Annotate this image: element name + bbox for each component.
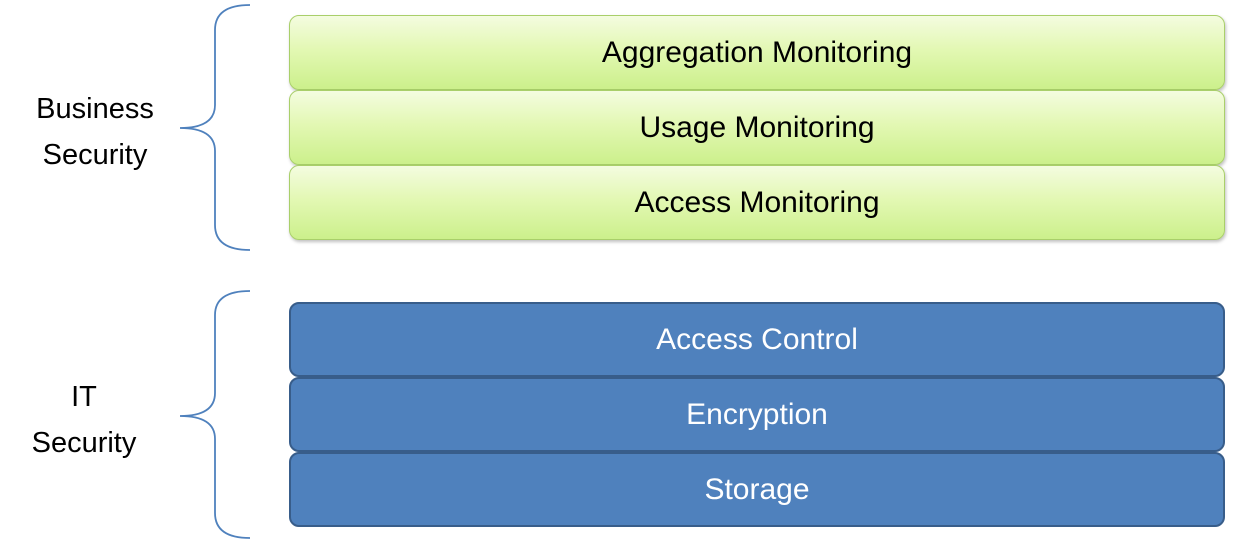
aggregation-monitoring-layer: Aggregation Monitoring (289, 15, 1225, 90)
storage-label: Storage (704, 472, 810, 506)
usage-monitoring-layer: Usage Monitoring (289, 90, 1225, 165)
it-security-label: IT Security (14, 374, 154, 466)
aggregation-monitoring-label: Aggregation Monitoring (601, 35, 913, 69)
business-security-label-line2: Security (42, 139, 148, 171)
storage-layer: Storage (289, 452, 1225, 527)
usage-monitoring-label: Usage Monitoring (639, 110, 875, 144)
it-security-label-line1: IT (71, 381, 97, 413)
business-security-label: Business Security (22, 86, 168, 178)
access-monitoring-layer: Access Monitoring (289, 165, 1225, 240)
access-control-layer: Access Control (289, 302, 1225, 377)
access-control-label: Access Control (656, 322, 858, 356)
it-security-brace (179, 290, 251, 539)
encryption-layer: Encryption (289, 377, 1225, 452)
business-security-brace (179, 4, 251, 251)
it-security-label-line2: Security (31, 427, 137, 459)
business-security-label-line1: Business (36, 93, 154, 125)
access-monitoring-label: Access Monitoring (634, 185, 880, 219)
encryption-label: Encryption (686, 397, 828, 431)
